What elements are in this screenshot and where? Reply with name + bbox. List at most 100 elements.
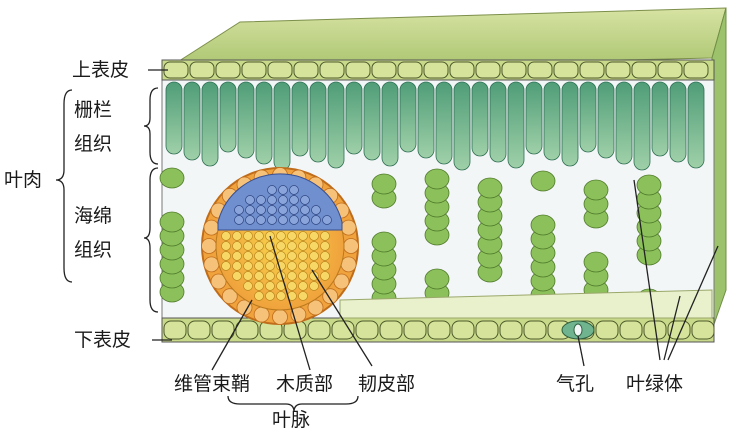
- label-xylem: 木质部: [276, 372, 333, 396]
- spongy-brace: [144, 168, 158, 312]
- phloem-cell: [279, 206, 288, 215]
- label-spongy-line2: 组织: [74, 238, 112, 262]
- xylem-cell: [222, 232, 231, 241]
- xylem-cell: [244, 262, 253, 271]
- phloem-cell: [312, 216, 321, 225]
- xylem-cell: [299, 292, 308, 301]
- upper-epidermis-cell: [658, 62, 682, 78]
- label-stoma: 气孔: [556, 372, 594, 396]
- palisade-cell: [580, 82, 596, 152]
- xylem-cell: [244, 252, 253, 261]
- phloem-cell: [268, 216, 277, 225]
- xylem-cell: [310, 262, 319, 271]
- palisade-cell: [490, 82, 506, 162]
- xylem-cell: [310, 242, 319, 251]
- xylem-cell: [233, 272, 242, 281]
- xylem-cell: [299, 282, 308, 291]
- upper-epidermis-cell: [684, 62, 708, 78]
- spongy-cell: [584, 252, 608, 272]
- upper-epidermis-cell: [450, 62, 474, 78]
- spongy-cell: [478, 178, 502, 198]
- xylem-cell: [266, 292, 275, 301]
- xylem-cell: [255, 282, 264, 291]
- phloem-cell: [268, 186, 277, 195]
- phloem-cell: [290, 206, 299, 215]
- lower-epidermis-cell: [524, 321, 546, 339]
- xylem-cell: [321, 242, 330, 251]
- lower-epidermis-cell: [404, 321, 426, 339]
- phloem-cell: [290, 196, 299, 205]
- palisade-cell: [472, 82, 488, 156]
- spongy-cell: [425, 269, 449, 289]
- xylem-cell: [321, 262, 330, 271]
- xylem-cell: [288, 252, 297, 261]
- upper-epidermis-cell: [606, 62, 630, 78]
- palisade-cell: [274, 82, 290, 170]
- palisade-cell: [436, 82, 452, 164]
- spongy-cell: [584, 180, 608, 200]
- upper-epidermis-cell: [268, 62, 292, 78]
- lower-epidermis-cell: [692, 321, 714, 339]
- xylem-cell: [299, 232, 308, 241]
- upper-epidermis-cell: [580, 62, 604, 78]
- xylem-cell: [299, 262, 308, 271]
- spongy-cell: [160, 212, 184, 232]
- bundle-sheath-cell: [341, 220, 356, 235]
- xylem-cell: [255, 272, 264, 281]
- xylem-cell: [255, 242, 264, 251]
- bundle-sheath-cell: [204, 257, 219, 272]
- label-palisade-line2: 组织: [74, 132, 112, 156]
- label-spongy-line1: 海绵: [74, 204, 112, 228]
- lower-epidermis-cell: [620, 321, 642, 339]
- xylem-cell: [266, 252, 275, 261]
- xylem-cell: [321, 272, 330, 281]
- label-bundle-sheath: 维管束鞘: [174, 372, 250, 396]
- xylem-cell: [266, 272, 275, 281]
- phloem-cell: [323, 216, 332, 225]
- phloem-cell: [279, 196, 288, 205]
- phloem-cell: [235, 216, 244, 225]
- xylem-cell: [277, 242, 286, 251]
- palisade-cell: [382, 82, 398, 166]
- spongy-cell: [160, 168, 184, 188]
- spongy-cell: [637, 175, 661, 195]
- phloem-cell: [279, 216, 288, 225]
- phloem-cell: [268, 206, 277, 215]
- upper-epidermis-cell: [398, 62, 422, 78]
- lower-epidermis-cell: [164, 321, 186, 339]
- xylem-cell: [288, 262, 297, 271]
- phloem-cell: [235, 206, 244, 215]
- spongy-cell: [425, 169, 449, 189]
- palisade-cell: [526, 82, 542, 154]
- xylem-cell: [288, 232, 297, 241]
- upper-epidermis-cells: [164, 62, 708, 78]
- palisade-cell: [256, 82, 272, 164]
- phloem-cell: [301, 196, 310, 205]
- palisade-brace: [144, 88, 158, 164]
- lower-epidermis-cell: [500, 321, 522, 339]
- palisade-cell: [310, 82, 326, 162]
- xylem-cell: [321, 252, 330, 261]
- upper-epidermis-cell: [216, 62, 240, 78]
- xylem-cell: [255, 262, 264, 271]
- xylem-cell: [288, 272, 297, 281]
- phloem-cell: [257, 216, 266, 225]
- palisade-cell: [598, 82, 614, 158]
- upper-epidermis-cell: [190, 62, 214, 78]
- bundle-sheath-cell: [204, 220, 219, 235]
- palisade-cell: [670, 82, 686, 162]
- phloem-cell: [257, 206, 266, 215]
- label-lower-epidermis: 下表皮: [74, 328, 131, 352]
- xylem-cell: [244, 232, 253, 241]
- palisade-cell: [688, 82, 704, 168]
- lower-epidermis-cell: [476, 321, 498, 339]
- phloem-cell: [301, 216, 310, 225]
- palisade-cell: [508, 82, 524, 168]
- bundle-sheath-cell: [202, 239, 217, 254]
- phloem-cell: [312, 206, 321, 215]
- palisade-cell: [364, 82, 380, 160]
- palisade-cell: [346, 82, 362, 154]
- palisade-cell: [202, 82, 218, 166]
- lower-epidermis-cell: [236, 321, 258, 339]
